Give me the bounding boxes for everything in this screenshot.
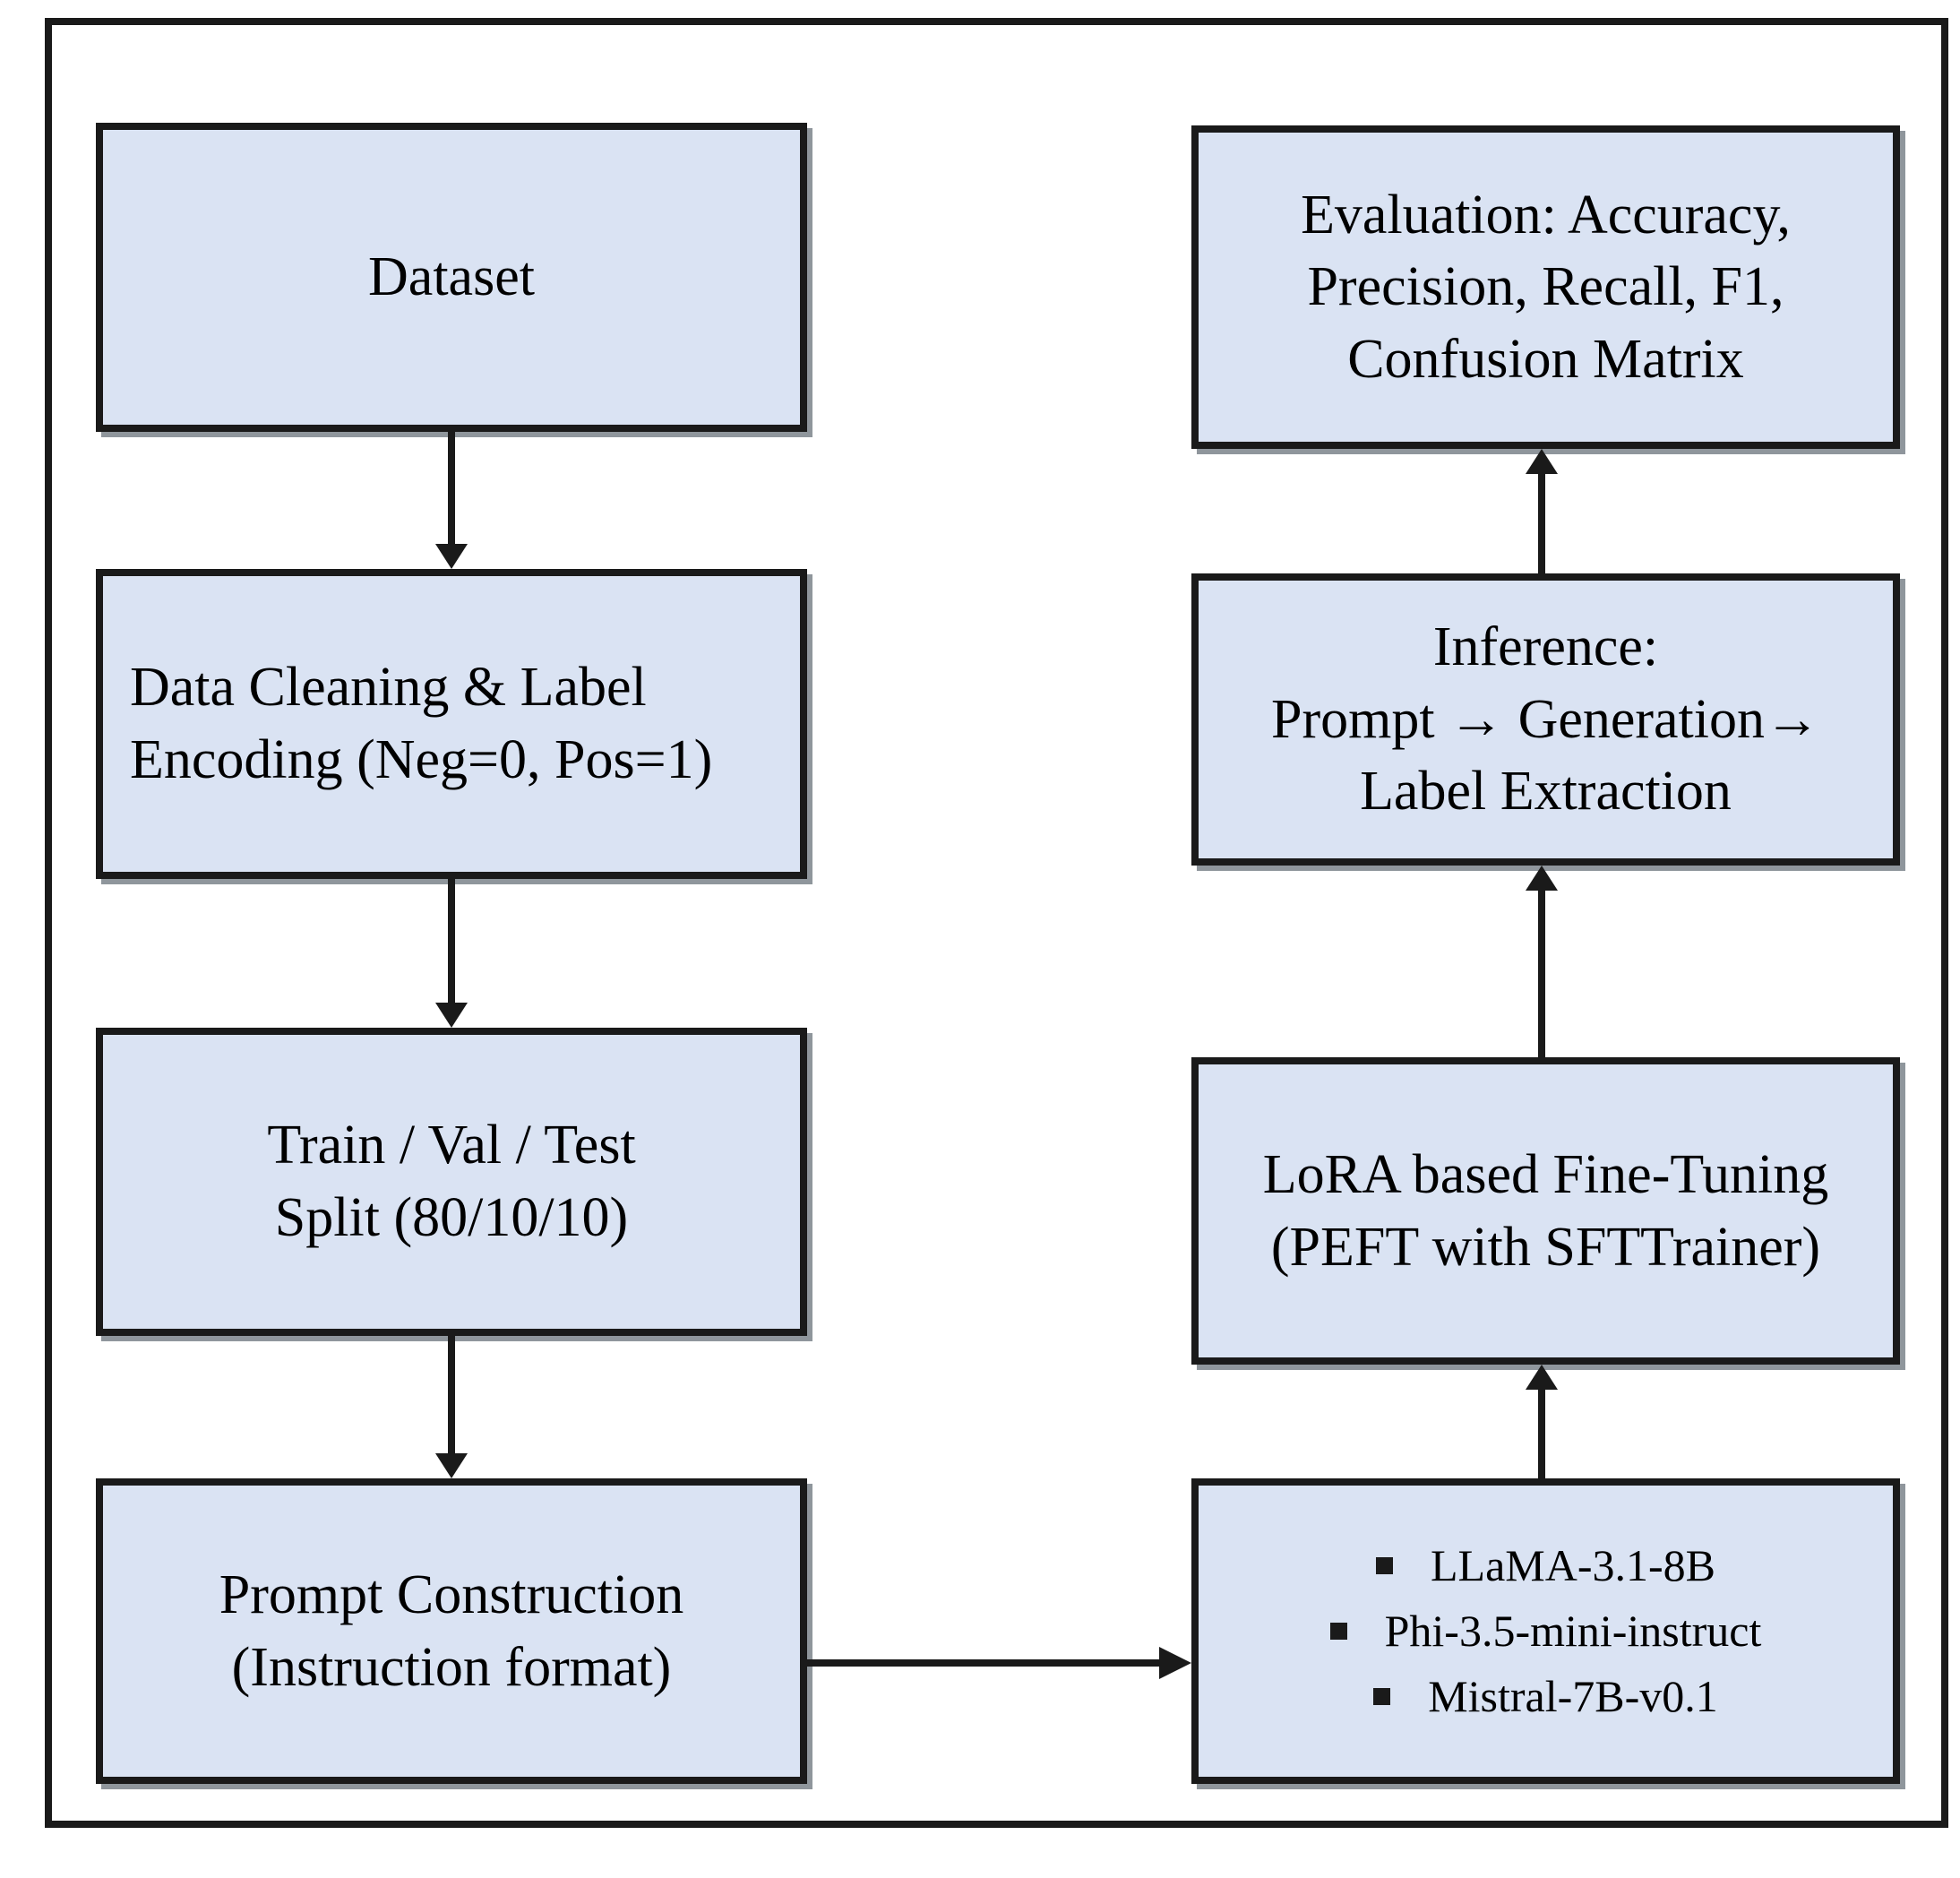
flow-box-models: LLaMA-3.1-8B Phi-3.5-mini-instruct Mistr… <box>1191 1478 1900 1784</box>
arrowhead-down-icon <box>435 1003 468 1028</box>
arrow-inference-to-evaluation-line <box>1538 474 1545 573</box>
flow-box-prompt-construction: Prompt Construction (Instruction format) <box>96 1478 807 1784</box>
model-name: Mistral-7B-v0.1 <box>1428 1671 1718 1721</box>
flow-box-train-val-test-split: Train / Val / Test Split (80/10/10) <box>96 1028 807 1336</box>
bullet-square-icon <box>1329 1623 1347 1640</box>
box-text: LoRA based Fine-Tuning <box>1262 1143 1829 1205</box>
outer-frame <box>45 18 1948 1828</box>
arrowhead-down-icon <box>435 544 468 569</box>
arrow-dataset-to-cleaning-line <box>448 432 455 546</box>
box-text: Encoding (Neg=0, Pos=1) <box>130 729 713 790</box>
arrow-prompt-to-models-line <box>807 1659 1159 1667</box>
box-text: Data Cleaning & Label <box>130 657 647 719</box>
box-text: Evaluation: Accuracy, <box>1301 184 1791 246</box>
arrow-cleaning-to-split-line <box>448 879 455 1004</box>
arrow-models-to-lora-line <box>1538 1390 1545 1478</box>
flow-box-lora-fine-tuning: LoRA based Fine-Tuning (PEFT with SFTTra… <box>1191 1057 1900 1365</box>
model-name: Phi-3.5-mini-instruct <box>1384 1606 1762 1656</box>
flow-box-data-cleaning: Data Cleaning & Label Encoding (Neg=0, P… <box>96 569 807 879</box>
model-list-item: Mistral-7B-v0.1 <box>1373 1672 1718 1721</box>
model-list-item: LLaMA-3.1-8B <box>1376 1541 1715 1590</box>
flow-box-inference: Inference: Prompt → Generation→ Label Ex… <box>1191 573 1900 866</box>
box-text: Dataset <box>368 246 535 308</box>
arrow-lora-to-inference-line <box>1538 891 1545 1057</box>
arrow-split-to-prompt-line <box>448 1336 455 1455</box>
arrowhead-up-icon <box>1526 449 1558 474</box>
arrowhead-up-icon <box>1526 1365 1558 1390</box>
arrowhead-down-icon <box>435 1453 468 1478</box>
model-name: LLaMA-3.1-8B <box>1431 1540 1715 1590</box>
flow-box-dataset: Dataset <box>96 123 807 432</box>
arrowhead-up-icon <box>1526 866 1558 891</box>
box-text: Split (80/10/10) <box>274 1187 629 1248</box>
box-text: Label Extraction <box>1360 761 1732 823</box>
bullet-square-icon <box>1373 1688 1391 1705</box>
box-text: Inference: <box>1432 616 1659 678</box>
model-list-item: Phi-3.5-mini-instruct <box>1329 1606 1762 1656</box>
box-text: (Instruction format) <box>231 1636 672 1698</box>
box-text: Prompt → Generation→ <box>1270 688 1820 750</box>
box-text: Precision, Recall, F1, <box>1307 256 1784 318</box>
box-text: Confusion Matrix <box>1347 328 1744 390</box>
bullet-square-icon <box>1376 1557 1393 1574</box>
box-text: Train / Val / Test <box>267 1115 636 1176</box>
flow-box-evaluation: Evaluation: Accuracy, Precision, Recall,… <box>1191 125 1900 449</box>
box-text: (PEFT with SFTTrainer) <box>1270 1216 1821 1278</box>
arrowhead-right-icon <box>1159 1647 1191 1679</box>
box-text: Prompt Construction <box>219 1564 684 1625</box>
